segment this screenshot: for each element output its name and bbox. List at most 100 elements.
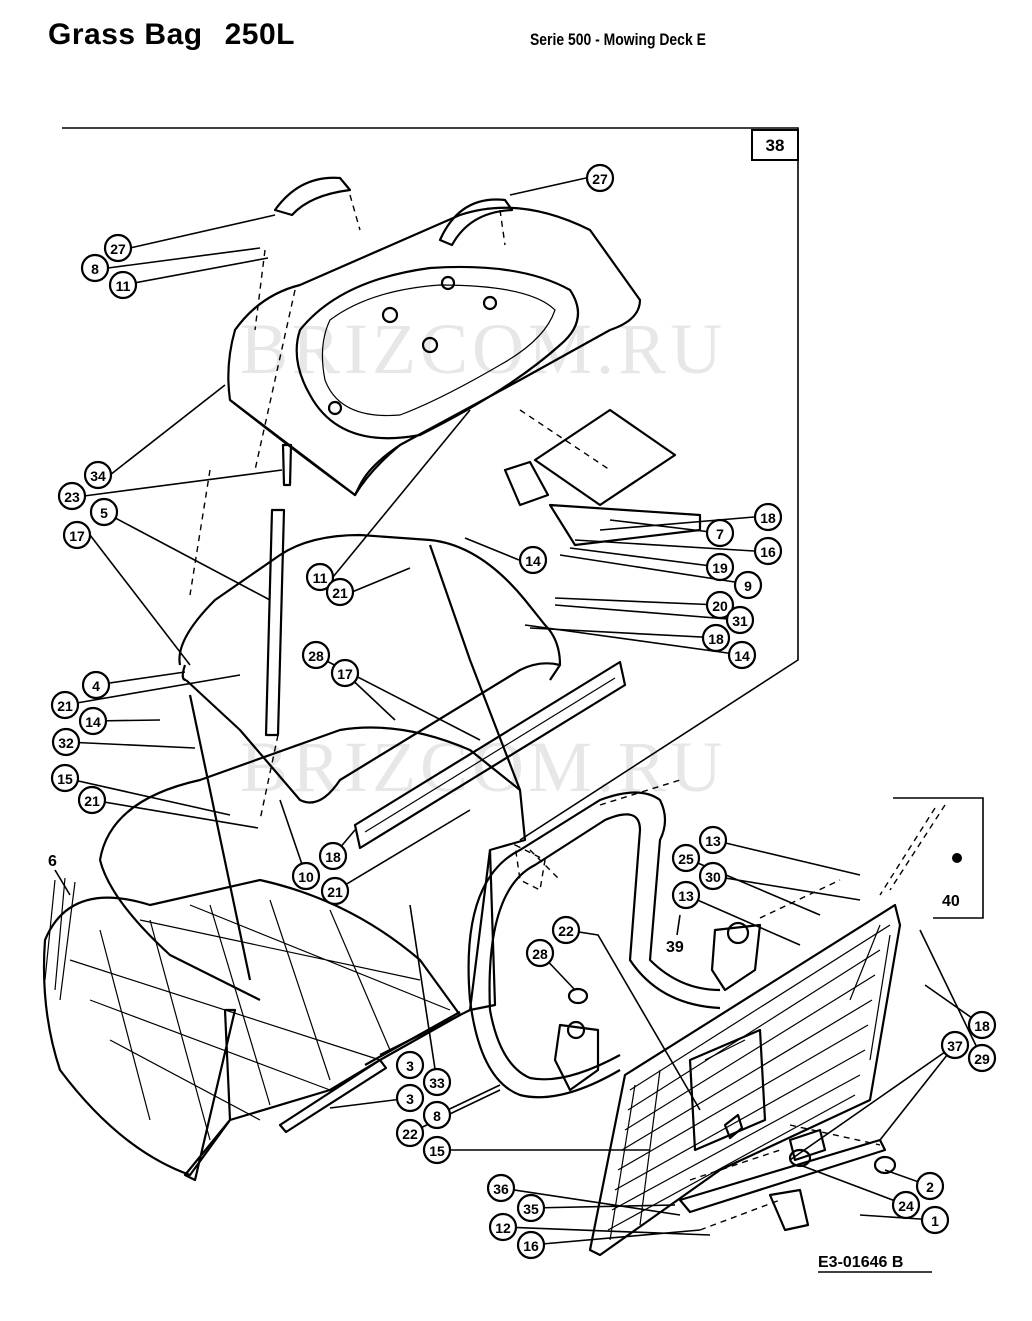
inset-fastener xyxy=(952,853,962,863)
callout-2: 2 xyxy=(915,1171,945,1201)
callout-16: 16 xyxy=(516,1230,546,1260)
callout-number: 35 xyxy=(523,1201,539,1217)
callout-21: 21 xyxy=(77,785,107,815)
callout-35: 35 xyxy=(516,1193,546,1223)
callout-18: 18 xyxy=(967,1010,997,1040)
callout-number: 17 xyxy=(69,528,85,544)
callout-number: 34 xyxy=(90,468,106,484)
callout-number: 33 xyxy=(429,1075,445,1091)
callout-5: 5 xyxy=(89,497,119,527)
callout-number: 19 xyxy=(712,560,728,576)
bag-body xyxy=(98,726,527,1056)
callout-21: 21 xyxy=(50,690,80,720)
callout-number: 10 xyxy=(298,869,314,885)
callout-number: 15 xyxy=(429,1143,445,1159)
callout-37: 37 xyxy=(940,1030,970,1060)
cross-rail xyxy=(353,660,627,850)
callout-7: 7 xyxy=(705,518,735,548)
callout-20: 20 xyxy=(705,590,735,620)
callout-number: 3 xyxy=(406,1091,414,1107)
rear-door xyxy=(588,903,902,1257)
cap-28 xyxy=(567,987,589,1005)
callout-30: 30 xyxy=(698,861,728,891)
callout-number: 3 xyxy=(406,1058,414,1074)
callout-number: 13 xyxy=(678,888,694,904)
rod-lower xyxy=(278,1058,388,1134)
callout-number: 11 xyxy=(116,278,131,294)
callout-14: 14 xyxy=(518,545,548,575)
lid-handle-left xyxy=(273,176,352,217)
callout-layer: 2727811342351711211418716199203118142817… xyxy=(50,163,997,1260)
callout-number: 8 xyxy=(433,1108,441,1124)
callout-number: 21 xyxy=(327,884,343,900)
callout-8: 8 xyxy=(80,253,110,283)
callout-18: 18 xyxy=(701,623,731,653)
page-subtitle: Serie 500 - Mowing Deck E xyxy=(530,30,706,49)
title-text: Grass Bag xyxy=(48,18,203,51)
callout-19: 19 xyxy=(705,552,735,582)
callout-number: 25 xyxy=(678,851,694,867)
callout-10: 10 xyxy=(291,861,321,891)
callout-14: 14 xyxy=(727,640,757,670)
callout-14: 14 xyxy=(78,706,108,736)
callout-17: 17 xyxy=(330,658,360,688)
title-capacity: 250L xyxy=(224,18,295,51)
latch-assembly xyxy=(678,1124,897,1232)
callout-number: 1 xyxy=(931,1213,939,1229)
callout-number: 17 xyxy=(337,666,353,682)
group-label: 38 xyxy=(766,136,785,155)
callout-13: 13 xyxy=(698,825,728,855)
part-label: 6 xyxy=(48,853,57,870)
callout-number: 16 xyxy=(760,544,776,560)
callout-18: 18 xyxy=(753,502,783,532)
callout-number: 20 xyxy=(712,598,728,614)
drawing-reference: E3-01646 B xyxy=(818,1254,903,1271)
mount-bracket-lower xyxy=(553,1023,600,1092)
callout-21: 21 xyxy=(320,876,350,906)
callout-number: 9 xyxy=(744,578,752,594)
callout-number: 12 xyxy=(495,1220,511,1236)
callout-number: 16 xyxy=(523,1238,539,1254)
callout-15: 15 xyxy=(50,763,80,793)
upper-frame xyxy=(178,533,562,981)
callout-23: 23 xyxy=(57,481,87,511)
callout-number: 36 xyxy=(493,1181,509,1197)
callout-29: 29 xyxy=(967,1043,997,1073)
callout-number: 14 xyxy=(734,648,750,664)
group-bracket xyxy=(62,127,799,841)
callout-number: 28 xyxy=(532,946,548,962)
group-label-box xyxy=(751,129,799,161)
callout-3: 3 xyxy=(395,1083,425,1113)
callout-18: 18 xyxy=(318,841,348,871)
callout-number: 32 xyxy=(58,735,74,751)
callout-11: 11 xyxy=(108,270,138,300)
callout-28: 28 xyxy=(525,938,555,968)
mount-bracket-upper xyxy=(710,923,762,992)
callout-9: 9 xyxy=(733,570,763,600)
callout-3: 3 xyxy=(395,1050,425,1080)
callout-15: 15 xyxy=(422,1135,452,1165)
callout-16: 16 xyxy=(753,536,783,566)
callout-number: 2 xyxy=(926,1179,934,1195)
callout-number: 21 xyxy=(84,793,100,809)
callout-number: 7 xyxy=(716,526,724,542)
callout-number: 15 xyxy=(57,771,73,787)
callout-number: 18 xyxy=(974,1018,990,1034)
callout-27: 27 xyxy=(103,233,133,263)
inset-hook xyxy=(879,804,946,896)
bag-mesh-base xyxy=(42,877,462,1182)
gas-strut-cap xyxy=(281,443,293,487)
callout-22: 22 xyxy=(551,915,581,945)
callout-number: 4 xyxy=(92,678,100,694)
callout-32: 32 xyxy=(51,727,81,757)
callout-24: 24 xyxy=(891,1190,921,1220)
callout-8: 8 xyxy=(422,1100,452,1130)
callout-33: 33 xyxy=(422,1067,452,1097)
tube-frame xyxy=(467,791,721,1099)
callout-number: 18 xyxy=(325,849,341,865)
callout-34: 34 xyxy=(83,460,113,490)
callout-number: 37 xyxy=(947,1038,963,1054)
callout-number: 11 xyxy=(313,570,328,586)
callout-number: 14 xyxy=(85,714,101,730)
